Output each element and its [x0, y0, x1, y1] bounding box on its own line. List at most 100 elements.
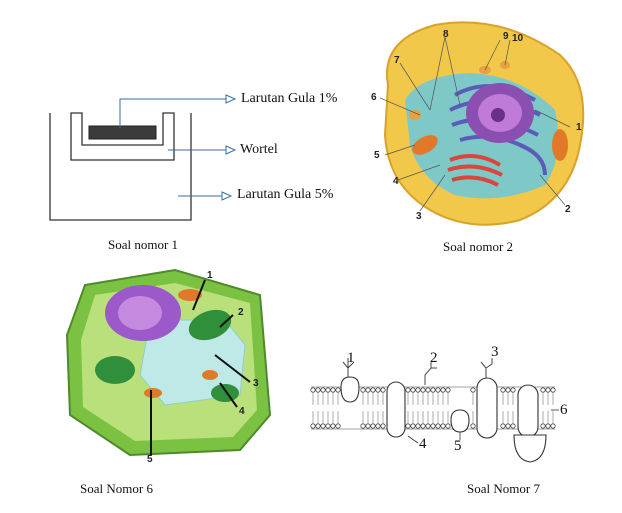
phospholipid-head: [365, 387, 371, 393]
phospholipid-head: [325, 387, 331, 393]
cell6-number-3: 3: [253, 378, 259, 389]
phospholipid-head: [470, 423, 476, 429]
phospholipid-head: [425, 423, 431, 429]
phospholipid-head: [510, 387, 516, 393]
label-wortel: Wortel: [240, 142, 278, 157]
animal-cell-image: [379, 21, 585, 226]
cell2-number-10: 10: [512, 33, 524, 44]
panel-soal-1: Larutan Gula 1% Wortel Larutan Gula 5% S…: [0, 0, 360, 260]
phospholipid-head: [420, 387, 426, 393]
panel-soal-6: 1 2 3 4 5 Soal Nomor 6: [55, 265, 290, 505]
phospholipid-head: [330, 423, 336, 429]
phospholipid-head: [415, 387, 421, 393]
cell2-number-3: 3: [416, 211, 422, 222]
phospholipid-head: [415, 423, 421, 429]
membrane-number-1: 1: [347, 350, 355, 366]
phospholipid-head: [510, 423, 516, 429]
phospholipid-head: [375, 423, 381, 429]
caption-soal-7: Soal Nomor 7: [467, 481, 540, 496]
phospholipid-head: [435, 423, 441, 429]
membrane-number-2: 2: [430, 350, 438, 366]
phospholipid-head: [430, 423, 436, 429]
caption-soal-1: Soal nomor 1: [108, 237, 179, 252]
cell6-number-5: 5: [147, 454, 153, 465]
phospholipid-head: [370, 423, 376, 429]
phospholipid-head: [430, 387, 436, 393]
phospholipid-head: [380, 423, 386, 429]
panel-soal-2: 1 2 3 4 5 6 7 8 9 10 Soal nomor 2: [360, 15, 600, 260]
phospholipid-head: [470, 387, 476, 393]
phospholipid-head: [380, 387, 386, 393]
caption-soal-2: Soal nomor 2: [443, 239, 514, 254]
cell2-number-9: 9: [503, 31, 509, 42]
protein-lower: [513, 434, 547, 463]
label-larutan-gula-5: Larutan Gula 5%: [237, 187, 334, 202]
phospholipid-head: [360, 387, 366, 393]
phospholipid-head: [335, 423, 341, 429]
plant-cell-image: [65, 268, 272, 457]
cell2-number-7: 7: [394, 55, 400, 66]
membrane-number-4: 4: [419, 436, 427, 452]
phospholipid-head: [440, 387, 446, 393]
protein-1: [340, 376, 360, 403]
phospholipid-head: [445, 387, 451, 393]
osmosis-diagram: [49, 94, 237, 221]
cell6-number-1: 1: [207, 270, 213, 281]
phospholipid-head: [500, 387, 506, 393]
cell2-number-2: 2: [565, 204, 571, 215]
panel-soal-7: 1 2 3 4 5 6 Soal Nomor 7: [305, 340, 595, 510]
cell2-number-5: 5: [374, 150, 380, 161]
protein-3-channel: [476, 377, 498, 439]
carrot-cup: [70, 112, 175, 161]
phospholipid-head: [315, 423, 321, 429]
phospholipid-head: [550, 387, 556, 393]
beaker-outer: [49, 113, 192, 221]
phospholipid-head: [310, 387, 316, 393]
phospholipid-head: [425, 387, 431, 393]
phospholipid-head: [365, 423, 371, 429]
phospholipid-head: [420, 423, 426, 429]
caption-soal-6: Soal Nomor 6: [80, 481, 153, 496]
cell6-number-2: 2: [238, 307, 244, 318]
protein-5: [450, 409, 470, 433]
phospholipid-head: [370, 387, 376, 393]
phospholipid-head: [410, 387, 416, 393]
phospholipid-head: [335, 387, 341, 393]
protein-6: [517, 384, 539, 438]
cell6-number-4: 4: [239, 406, 245, 417]
phospholipid-head: [325, 423, 331, 429]
label-larutan-gula-1: Larutan Gula 1%: [241, 91, 338, 106]
phospholipid-head: [360, 423, 366, 429]
cell2-number-8: 8: [443, 29, 449, 40]
phospholipid-head: [320, 423, 326, 429]
phospholipid-head: [500, 423, 506, 429]
cell2-number-1: 1: [576, 122, 582, 133]
phospholipid-head: [405, 423, 411, 429]
phospholipid-head: [545, 423, 551, 429]
phospholipid-head: [310, 423, 316, 429]
protein-4: [386, 381, 406, 438]
cell2-number-6: 6: [371, 92, 377, 103]
membrane-number-6: 6: [560, 402, 568, 418]
phospholipid-head: [330, 387, 336, 393]
phospholipid-head: [435, 387, 441, 393]
phospholipid-head: [550, 423, 556, 429]
phospholipid-head: [440, 423, 446, 429]
phospholipid-head: [545, 387, 551, 393]
sugar-solution-inner: [88, 125, 157, 140]
membrane-diagram: [310, 358, 559, 463]
membrane-number-5: 5: [454, 438, 462, 454]
phospholipid-head: [320, 387, 326, 393]
phospholipid-head: [505, 387, 511, 393]
phospholipid-head: [410, 423, 416, 429]
phospholipid-head: [405, 387, 411, 393]
cell2-number-4: 4: [393, 176, 399, 187]
phospholipid-head: [540, 387, 546, 393]
phospholipid-head: [375, 387, 381, 393]
phospholipid-head: [540, 423, 546, 429]
phospholipid-head: [505, 423, 511, 429]
phospholipid-head: [315, 387, 321, 393]
label-arrows: [119, 94, 237, 201]
membrane-number-3: 3: [491, 344, 499, 360]
phospholipid-head: [445, 423, 451, 429]
